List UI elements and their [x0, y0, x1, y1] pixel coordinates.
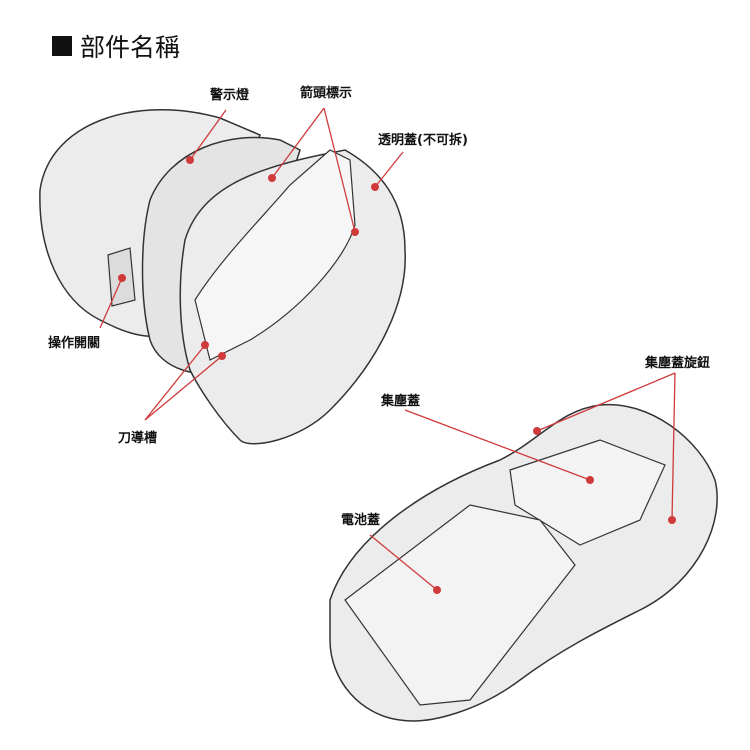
dot-clear-cover [371, 183, 379, 191]
dot-arrow-2 [351, 228, 359, 236]
leader-warning-light [189, 109, 227, 161]
dot-knob-2 [668, 516, 676, 524]
dot-warning-light [186, 156, 194, 164]
battery-cover-shape [344, 504, 576, 706]
label-dust-cover-knob: 集塵蓋旋鈕 [645, 356, 711, 371]
leader-dots [118, 156, 676, 594]
label-battery-cover: 電池蓋 [341, 513, 381, 528]
leader-blade-guide-1 [144, 344, 206, 421]
label-dust-cover: 集塵蓋 [381, 394, 421, 409]
dot-battery-cover [433, 586, 441, 594]
square-bullet-icon [52, 36, 72, 56]
page-title: 部件名稱 [52, 28, 180, 64]
label-blade-guide: 刀導槽 [118, 431, 158, 446]
dot-arrow-1 [268, 174, 276, 182]
leader-dust-cover [404, 409, 591, 481]
dot-knob-1 [533, 427, 541, 435]
dot-dust-cover [586, 476, 594, 484]
dust-cover-shape [509, 439, 666, 546]
leader-blade-guide-2 [144, 355, 223, 421]
label-clear-cover: 透明蓋(不可拆) [378, 133, 468, 148]
leader-knob-2 [671, 372, 676, 521]
dot-blade-guide-2 [218, 352, 226, 360]
label-switch: 操作開關 [48, 336, 101, 351]
leader-arrow-mark-2 [323, 107, 356, 233]
leader-arrow-mark-1 [271, 107, 325, 179]
dot-blade-guide-1 [201, 341, 209, 349]
leader-knob-1 [536, 372, 676, 432]
title-text: 部件名稱 [80, 33, 181, 62]
dot-switch [118, 274, 126, 282]
clear-cover-shape [194, 149, 356, 361]
label-arrow-mark: 箭頭標示 [300, 86, 353, 101]
leader-lines [99, 107, 676, 591]
leader-battery-cover [369, 534, 438, 591]
leader-switch [99, 277, 123, 329]
label-warning-light: 警示燈 [210, 88, 250, 103]
leader-clear-cover [374, 151, 404, 188]
